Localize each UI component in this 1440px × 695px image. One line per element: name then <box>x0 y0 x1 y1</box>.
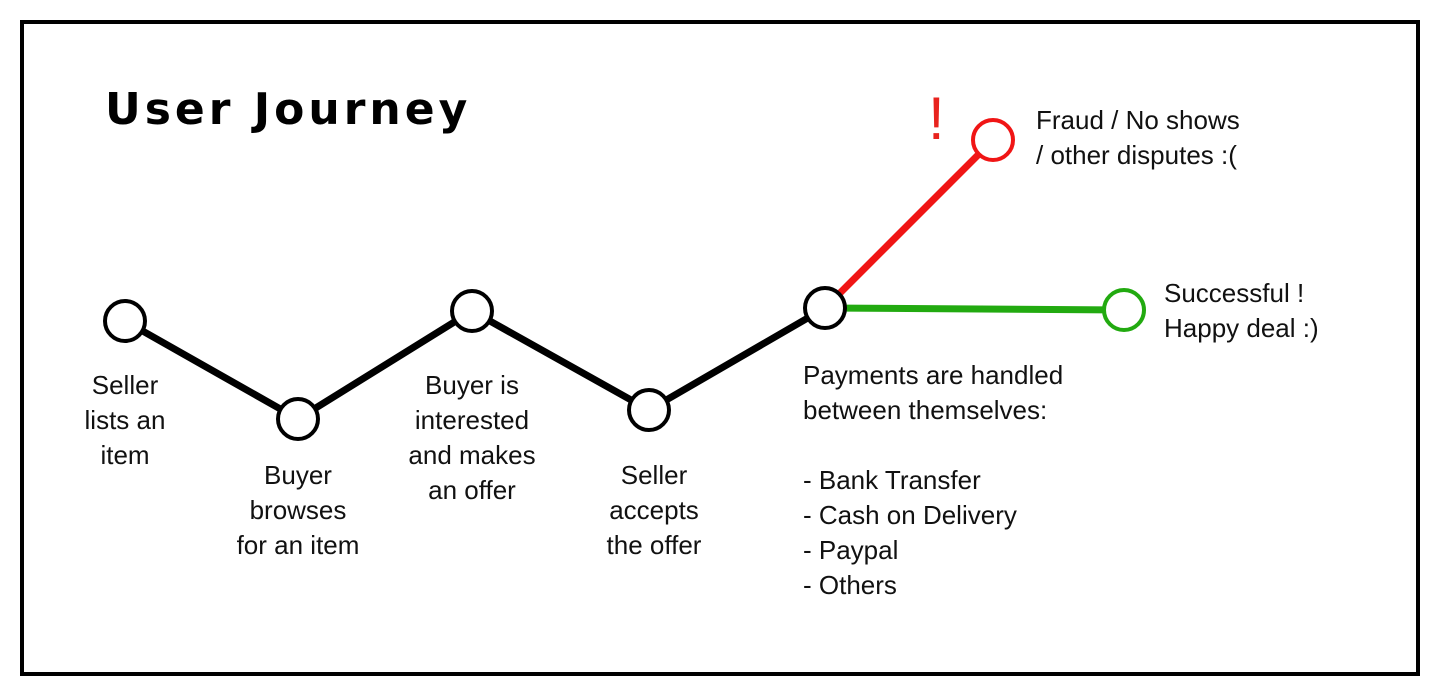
node-step-4 <box>627 388 671 432</box>
node-step-2 <box>276 397 320 441</box>
payment-option: - Paypal <box>803 535 899 565</box>
payment-option: - Bank Transfer <box>803 465 981 495</box>
diagram-title: User Journey <box>105 84 472 135</box>
step-2-label: Buyer browses for an item <box>236 460 360 560</box>
node-step-1 <box>103 299 147 343</box>
step-4-label: Seller accepts the offer <box>606 460 702 560</box>
payment-option: - Others <box>803 570 897 600</box>
node-fraud-outcome <box>971 118 1015 162</box>
step-1-label: Seller lists an item <box>84 370 166 470</box>
step-5-label: Payments are handled between themselves: <box>803 360 1064 425</box>
diagram-frame <box>20 20 1420 676</box>
fraud-warning-icon: ! <box>928 85 945 152</box>
node-step-5 <box>803 286 847 330</box>
edge-step3-step4 <box>468 307 653 414</box>
edge-fraud-branch <box>822 137 996 311</box>
success-outcome-label: Successful ! Happy deal :) <box>1164 278 1319 343</box>
edge-step4-step5 <box>645 304 829 414</box>
edge-step2-step3 <box>294 307 476 423</box>
edge-success-branch <box>824 304 1125 314</box>
payment-options-list: - Bank Transfer - Cash on Delivery - Pay… <box>803 463 1133 603</box>
edge-step1-step2 <box>121 317 302 423</box>
node-success-outcome <box>1102 288 1146 332</box>
payment-option: - Cash on Delivery <box>803 500 1017 530</box>
step-3-label: Buyer is interested and makes an offer <box>408 370 536 505</box>
fraud-outcome-label: Fraud / No shows / other disputes :( <box>1036 105 1240 170</box>
node-step-3 <box>450 289 494 333</box>
